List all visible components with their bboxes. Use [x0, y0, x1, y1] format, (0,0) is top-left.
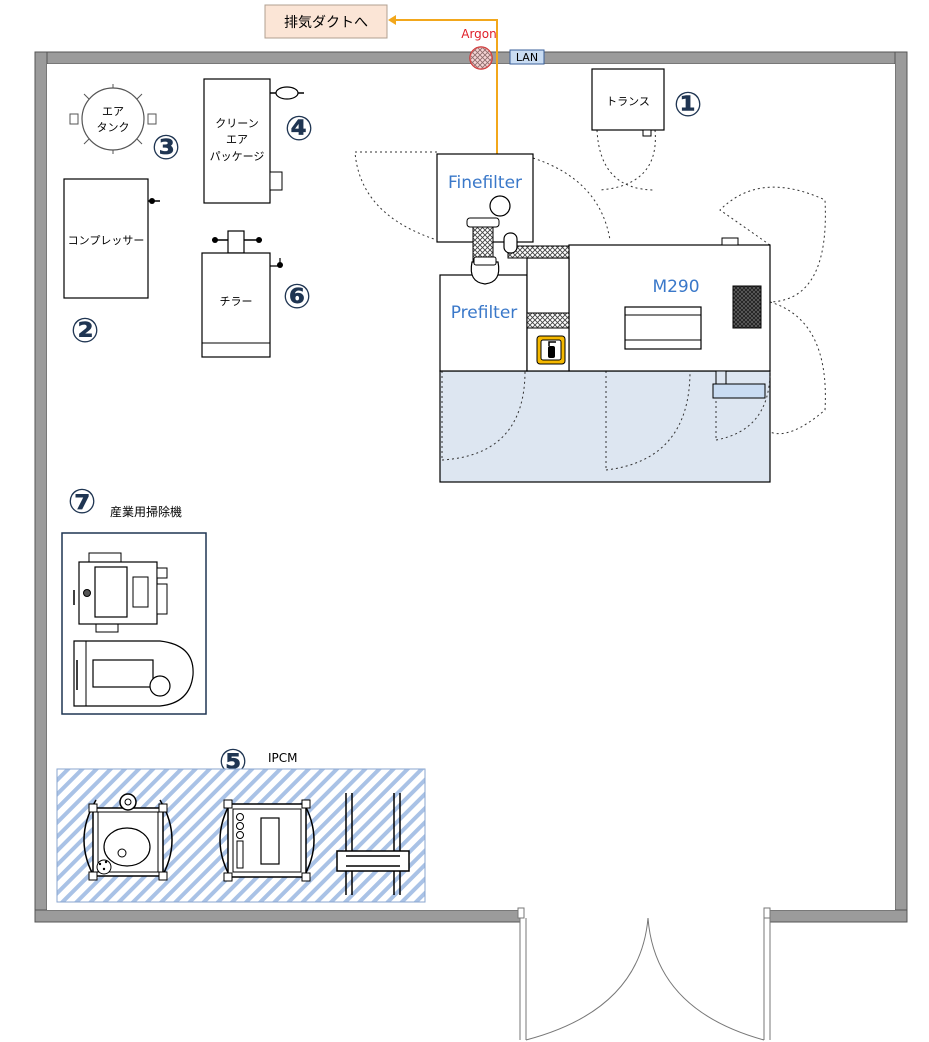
m290-system: Finefilter M290 Prefilter — [354, 151, 826, 483]
svg-text:エア: エア — [102, 105, 124, 118]
number-4: ④ — [285, 109, 314, 149]
transformer: トランス — [591, 68, 665, 191]
industrial-vacuum-zone — [61, 532, 207, 715]
compressor: コンプレッサー — [63, 178, 160, 299]
svg-text:タンク: タンク — [97, 121, 130, 134]
number-7: ⑦ — [68, 482, 97, 522]
m290-label: M290 — [652, 277, 699, 297]
finefilter-label: Finefilter — [448, 173, 522, 193]
lan-port: LAN — [509, 49, 545, 65]
argon-line — [388, 15, 498, 205]
number-2: ② — [71, 311, 100, 351]
air-tank: エア タンク — [69, 84, 157, 154]
argon-port — [469, 46, 493, 70]
ipcm-label: IPCM — [268, 751, 298, 765]
ipcm-unit-sieve — [83, 793, 173, 881]
exhaust-text: 排気ダクトへ — [284, 15, 368, 31]
svg-text:トランス: トランス — [606, 95, 650, 108]
fire-extinguisher-icon — [536, 335, 566, 365]
vacuum-label: 産業用掃除機 — [110, 504, 182, 519]
ipcm-unit-cart — [336, 793, 410, 895]
ipcm-unit-control — [219, 799, 315, 882]
number-1: ① — [674, 85, 703, 125]
entrance-double-door[interactable] — [517, 907, 771, 1041]
chiller: チラー — [201, 230, 283, 358]
svg-text:エア: エア — [226, 133, 248, 146]
svg-text:コンプレッサー: コンプレッサー — [68, 234, 145, 247]
exhaust-duct-label: 排気ダクトへ — [264, 4, 388, 39]
svg-text:チラー: チラー — [220, 295, 253, 308]
clean-air-package: クリーン エア パッケージ — [203, 78, 304, 204]
svg-text:クリーン: クリーン — [215, 117, 258, 130]
svg-text:LAN: LAN — [516, 51, 538, 64]
argon-text: Argon — [461, 27, 497, 41]
number-3: ③ — [152, 128, 181, 168]
number-6: ⑥ — [283, 277, 312, 317]
ipcm-zone — [56, 768, 426, 903]
svg-text:パッケージ: パッケージ — [210, 150, 265, 163]
prefilter-label: Prefilter — [451, 303, 518, 323]
